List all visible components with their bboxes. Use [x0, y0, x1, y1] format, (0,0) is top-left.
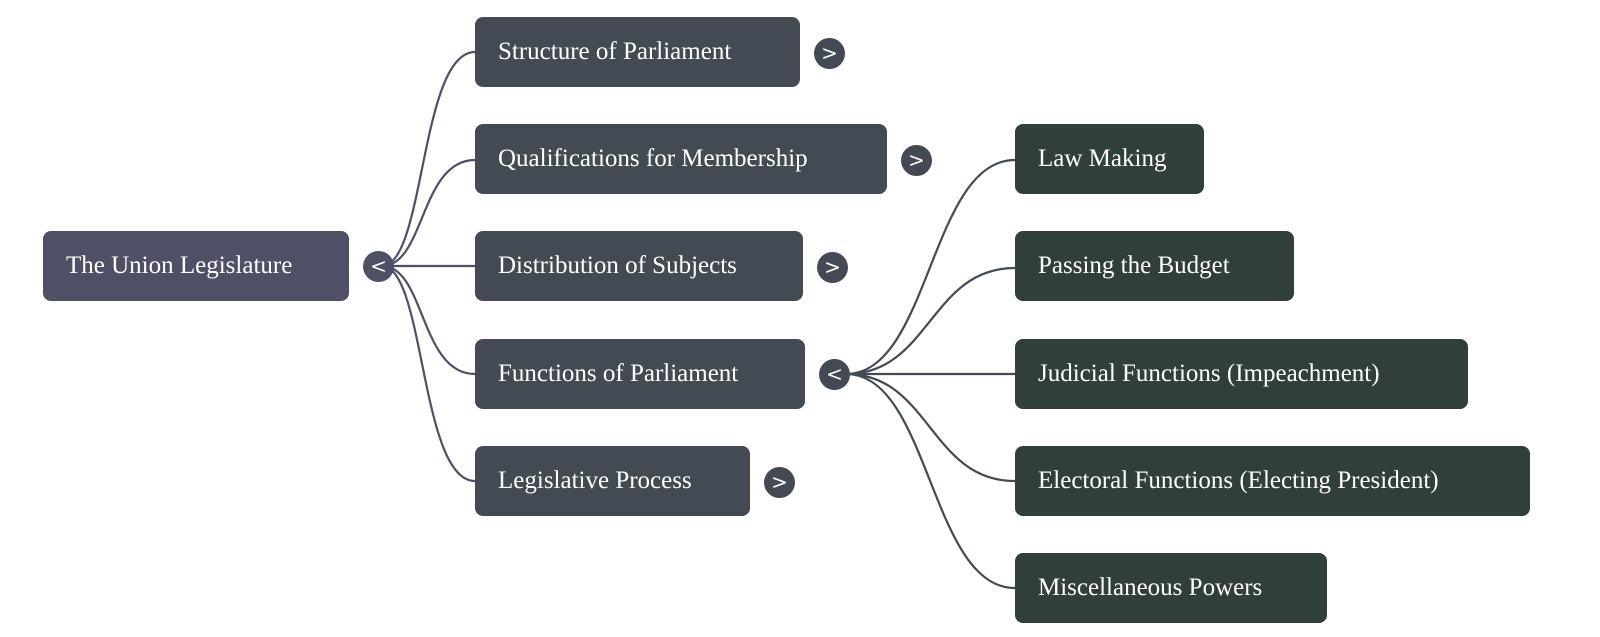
link-root-functions	[381, 264, 476, 376]
branch-node-qualifications[interactable]: Qualifications for Membership	[475, 124, 887, 194]
leaf-node-miscellaneous-powers[interactable]: Miscellaneous Powers	[1015, 553, 1327, 623]
branch-node-legislative[interactable]: Legislative Process	[475, 446, 750, 516]
root-node[interactable]: The Union Legislature	[43, 231, 349, 301]
link-functions-electoral	[845, 372, 1016, 483]
expand-toggle-distribution[interactable]: >	[817, 252, 848, 283]
link-functions-law	[845, 158, 1016, 376]
collapse-toggle-root[interactable]: <	[363, 251, 394, 282]
expand-toggle-qualifications[interactable]: >	[901, 145, 932, 176]
leaf-node-judicial-functions[interactable]: Judicial Functions (Impeachment)	[1015, 339, 1468, 409]
expand-toggle-legislative[interactable]: >	[764, 467, 795, 498]
branch-node-structure[interactable]: Structure of Parliament	[475, 17, 800, 87]
expand-toggle-structure[interactable]: >	[814, 38, 845, 69]
link-root-legislative	[381, 264, 476, 483]
link-root-qualifications	[381, 158, 476, 268]
branch-node-functions[interactable]: Functions of Parliament	[475, 339, 805, 409]
link-functions-misc	[845, 372, 1016, 590]
leaf-node-passing-budget[interactable]: Passing the Budget	[1015, 231, 1294, 301]
leaf-node-law-making[interactable]: Law Making	[1015, 124, 1204, 194]
link-root-structure	[381, 50, 476, 268]
branch-node-distribution[interactable]: Distribution of Subjects	[475, 231, 803, 301]
leaf-node-electoral-functions[interactable]: Electoral Functions (Electing President)	[1015, 446, 1530, 516]
collapse-toggle-functions[interactable]: <	[819, 359, 850, 390]
link-functions-budget	[845, 266, 1016, 376]
